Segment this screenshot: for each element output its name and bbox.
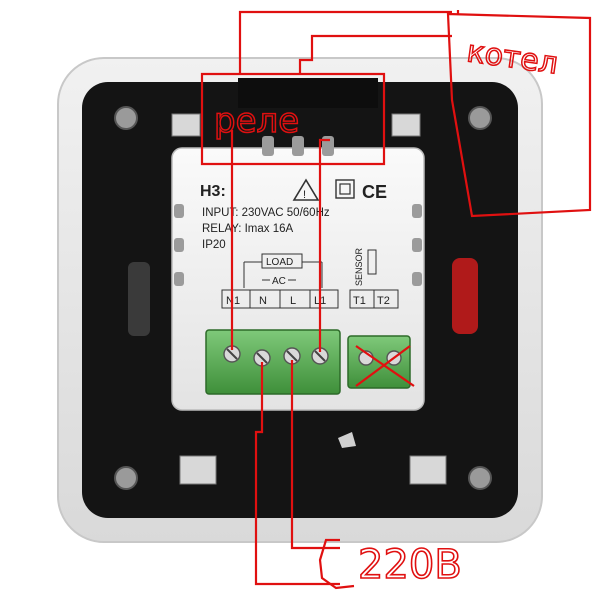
load-label: LOAD [266,257,293,268]
warning-icon: ! [292,178,320,201]
left-side-clip [128,262,150,336]
top-latches [171,113,421,137]
load-box [261,253,303,269]
terminal-labels: N1 N L L1 T1 T2 [221,289,399,309]
mains-handwritten-label: 220В [358,542,462,588]
terminal-t2: T2 [377,295,390,307]
relay-to-boiler-wires [238,10,452,74]
right-side-clip [452,258,478,334]
relay-spec: RELAY: Imax 16A [202,223,294,235]
ce-mark: CE [362,182,387,202]
ip-rating: IP20 [202,239,226,251]
double-insulation-icon [335,179,355,199]
power-terminal-block [205,329,341,395]
model-label: H3: [200,183,226,200]
hand-drawn-annotations [200,10,592,590]
relay-feed-wires [230,130,330,352]
sensor-symbol [367,249,377,275]
screw-holes [114,106,492,490]
small-bottom-clip [338,432,356,448]
terminal-t1: T1 [353,295,366,307]
top-opening [238,78,378,108]
relay-handwritten-label: реле [214,101,299,141]
terminal-l: L [290,295,296,307]
svg-text:!: ! [303,189,306,201]
module-ribs [174,136,422,286]
bottom-latches [179,455,447,485]
input-spec: INPUT: 230VAC 50/60Hz [202,207,330,219]
terminal-n: N [259,295,267,307]
boiler-annotation-box [446,12,592,218]
sensor-cross-out [355,345,415,387]
mains-bracket [318,538,355,590]
ac-label: AC [272,276,286,287]
relay-annotation-box [200,72,386,166]
sensor-label: SENSOR [354,247,364,286]
